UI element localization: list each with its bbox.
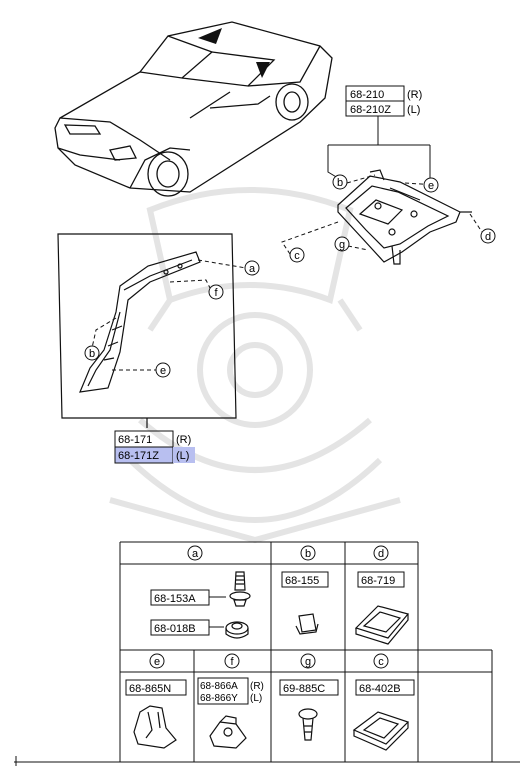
header-d: d (378, 548, 384, 560)
cell-b-parts: 68-155 (281, 571, 329, 588)
table-header-letters: a b d e f g c (149, 545, 389, 669)
part-68-866a-side: (R) (250, 681, 264, 692)
header-f: f (230, 656, 234, 668)
screw-clip-icon (229, 571, 251, 607)
panel-callout-box: 68-210 (R) 68-210Z (L) (345, 85, 422, 117)
pillar-part-r: 68-171 (118, 434, 152, 446)
clip-c-icon (352, 711, 410, 751)
pillar-side-l: (L) (176, 450, 189, 462)
pillar-side-r: (R) (176, 434, 191, 446)
pillar-detail-box (57, 233, 237, 428)
part-68-155: 68-155 (285, 575, 319, 587)
header-a: a (192, 548, 199, 560)
marker-c: c (294, 250, 300, 262)
header-c: c (378, 656, 384, 668)
part-68-865n: 68-865N (129, 683, 171, 695)
marker-a: a (249, 263, 256, 275)
part-68-153a: 68-153A (154, 593, 196, 605)
cell-f-parts: 68-866A (R) 68-866Y (L) (197, 677, 264, 705)
pillar-letter-markers: a f b e (84, 260, 260, 378)
part-69-885c: 69-885C (283, 683, 325, 695)
part-68-402b: 68-402B (359, 683, 401, 695)
panel-side-r: (R) (407, 89, 422, 101)
watermark-crest (109, 187, 401, 544)
pillar-trim-part (79, 251, 201, 393)
panel-part-r: 68-210 (350, 89, 384, 101)
car-illustration (54, 21, 333, 197)
grommet-icon (225, 621, 249, 639)
pillar-part-l: 68-171Z (118, 450, 159, 462)
part-68-866y-side: (L) (250, 693, 262, 704)
marker-b: b (337, 177, 343, 189)
header-e: e (154, 656, 160, 668)
panel-leader-lines (327, 116, 431, 179)
marker-e-pillar: e (160, 365, 166, 377)
clip-b-icon (295, 613, 319, 635)
cell-d-parts: 68-719 (357, 571, 405, 588)
part-68-719: 68-719 (361, 575, 395, 587)
part-68-866a: 68-866A (200, 681, 238, 692)
pillar-callout-box: 68-171 (R) 68-171Z (L) (114, 430, 195, 464)
header-b: b (305, 548, 311, 560)
marker-e: e (428, 180, 434, 192)
cell-a-parts: 68-153A 68-018B (150, 589, 226, 636)
marker-d: d (485, 231, 491, 243)
clip-d-icon (354, 605, 410, 645)
clip-e-icon (133, 705, 177, 749)
marker-b-pillar: b (89, 348, 95, 360)
part-68-018b: 68-018B (154, 623, 196, 635)
marker-f: f (214, 287, 218, 299)
cell-e-parts: 68-865N (125, 679, 187, 696)
panel-side-l: (L) (407, 104, 420, 116)
panel-dashed-leaders (281, 174, 483, 255)
marker-g: g (339, 239, 345, 251)
cell-g-parts: 69-885C (279, 679, 339, 696)
trim-panel-part (337, 169, 472, 265)
part-68-866y: 68-866Y (200, 693, 238, 704)
car-window-highlights (198, 28, 270, 78)
cell-c-parts: 68-402B (355, 679, 415, 696)
push-pin-icon (298, 708, 318, 741)
header-g: g (305, 656, 311, 668)
clip-f-icon (209, 715, 247, 749)
panel-letter-markers: b e d c g (289, 174, 496, 263)
parts-table-grid (119, 541, 493, 762)
panel-part-l: 68-210Z (350, 104, 391, 116)
